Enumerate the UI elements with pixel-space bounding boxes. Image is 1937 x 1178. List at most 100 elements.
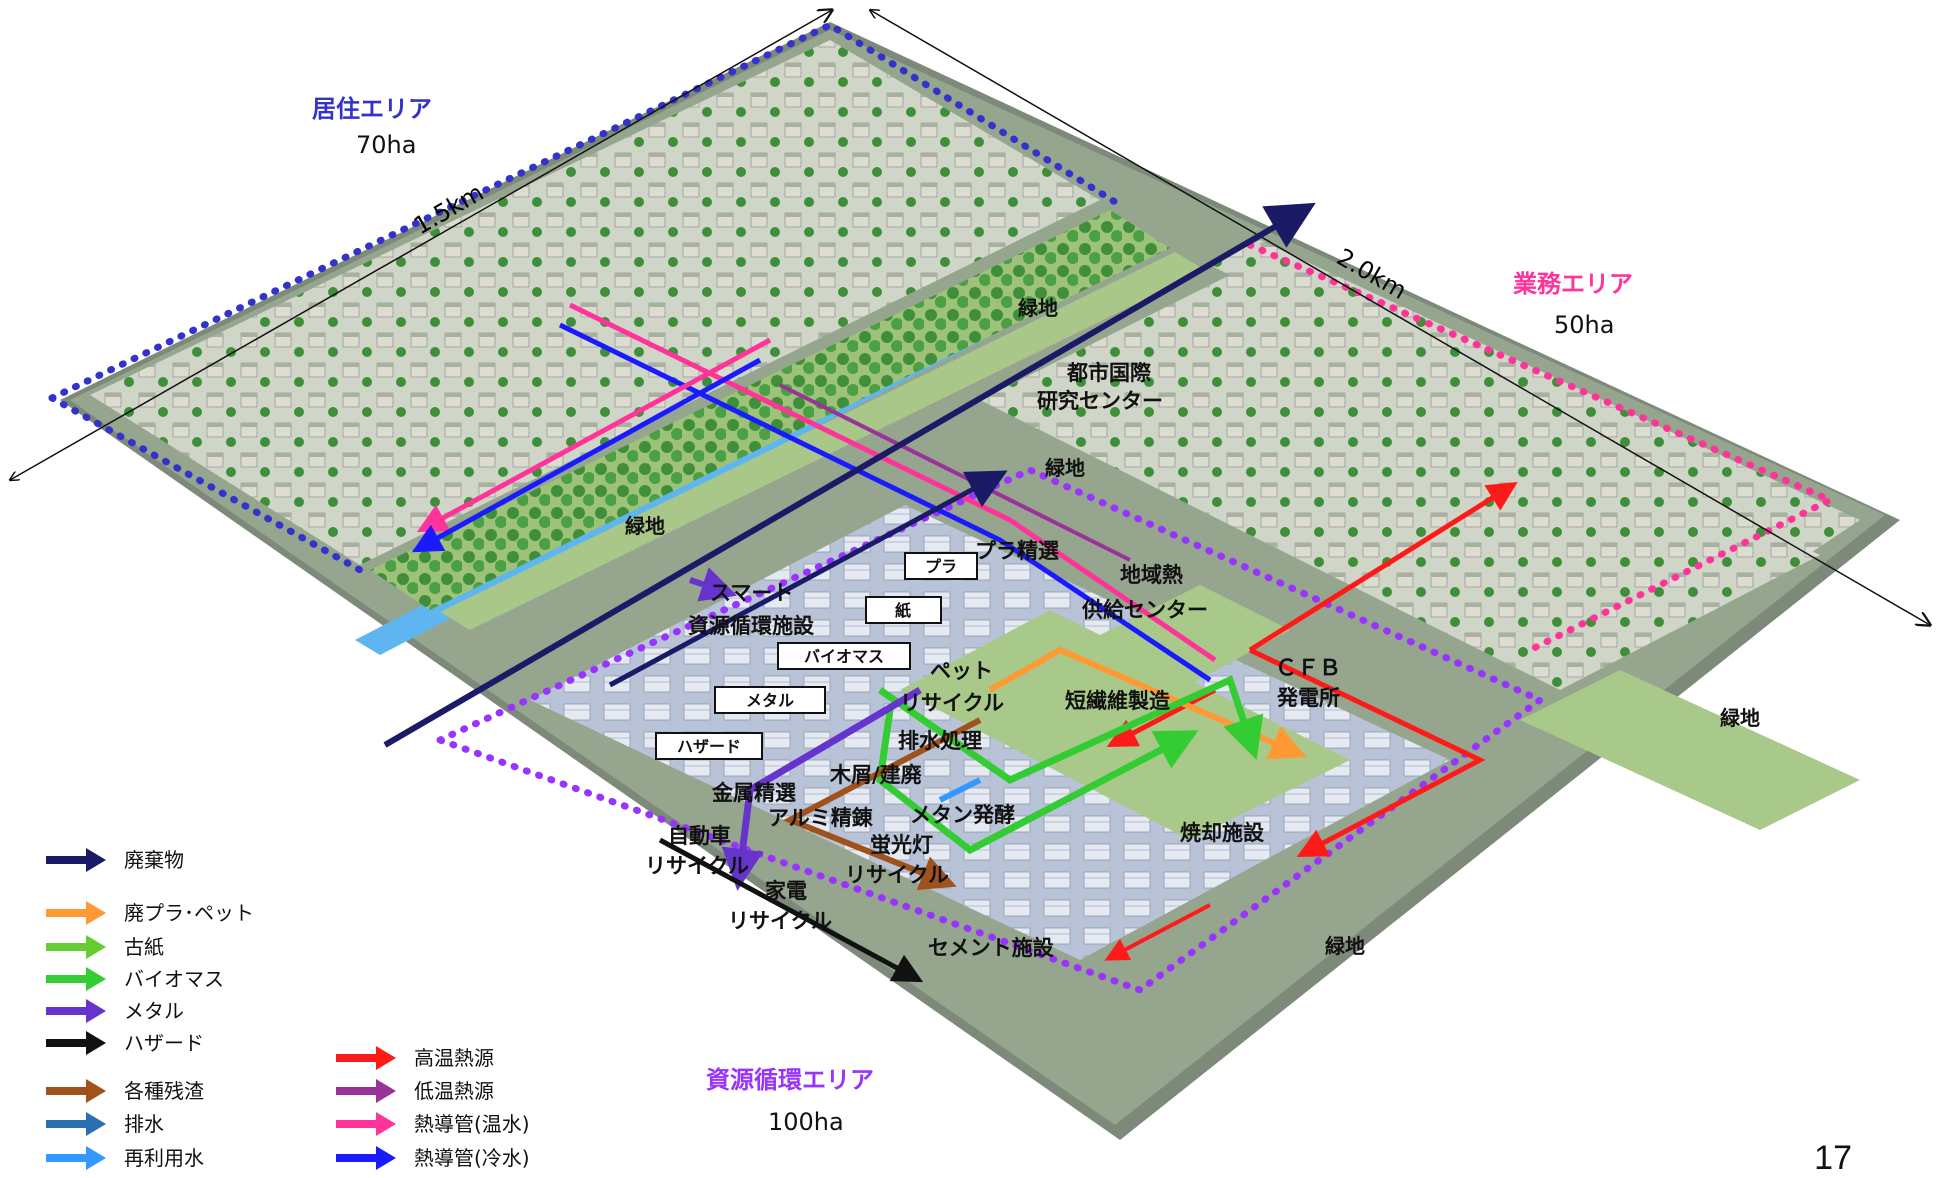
- appliance-label-1: 家電: [765, 879, 807, 903]
- wastewater-label: 排水処理: [898, 729, 982, 753]
- car-label-2: リサイクル: [645, 854, 749, 878]
- low-temp-pipe: [779, 383, 1131, 562]
- green-label-5: 緑地: [1325, 934, 1365, 958]
- box-paper-label: 紙: [895, 601, 911, 620]
- legend-left-item: 廃棄物: [46, 848, 184, 872]
- green-label-1: 緑地: [1018, 296, 1058, 320]
- legend-right-item-label: 低温熱源: [414, 1079, 494, 1103]
- legend-left-item-label: バイオマス: [124, 967, 224, 991]
- car-label-1: 自動車: [668, 824, 731, 848]
- legend-left-item-label: 排水: [124, 1112, 164, 1136]
- smart-label-1: スマート: [710, 581, 793, 605]
- width-dimension-line: [9, 10, 832, 481]
- wood-label: 木屑/建廃: [829, 763, 923, 787]
- facility-box-biomass: バイオマス: [777, 642, 911, 670]
- legend-left-item-label: ハザード: [124, 1031, 204, 1055]
- legend-right-item: 熱導管(冷水): [336, 1146, 530, 1170]
- business-block: [1210, 240, 1860, 560]
- resource-size: 100ha: [768, 1108, 844, 1136]
- resource-boundary: [436, 466, 1547, 994]
- cold-water-pipe-res: [411, 357, 762, 553]
- heat-center-label-2: 供給センター: [1081, 598, 1208, 622]
- incinerator-label: 焼却施設: [1180, 821, 1265, 845]
- metal-refine-label: 金属精選: [711, 781, 796, 805]
- plastic-flow: [988, 646, 1307, 760]
- facility-box-paper: 紙: [865, 596, 942, 624]
- page-number: 17: [1814, 1139, 1852, 1177]
- biomass-flow-2: [876, 709, 1199, 855]
- green-belt-strip: [440, 252, 1205, 630]
- high-temp-line-4: [1104, 903, 1211, 961]
- metal-flow-2: [721, 686, 922, 891]
- legend-left-item: バイオマス: [46, 967, 224, 991]
- legend-right-item: 熱導管(温水): [336, 1112, 530, 1136]
- legend-left-item-label: 古紙: [124, 935, 164, 959]
- legend-right-item-label: 高温熱源: [414, 1046, 494, 1070]
- box-hazard-label: ハザード: [677, 737, 741, 756]
- legend-left-item-label: 廃棄物: [124, 848, 184, 872]
- legend-left-item-label: 再利用水: [124, 1146, 204, 1170]
- residential-title: 居住エリア: [312, 95, 432, 123]
- waste-main-line: [383, 202, 1316, 748]
- industrial-green-2: [1090, 585, 1290, 690]
- box-plastic-label: プラ: [925, 557, 957, 576]
- legend-left-item: 再利用水: [46, 1146, 204, 1170]
- hazard-flow: [658, 837, 924, 983]
- legend-left-item: 各種残渣: [46, 1079, 204, 1103]
- hot-water-pipe: [568, 302, 1217, 663]
- research-center-label-2: 研究センター: [1037, 389, 1163, 413]
- legend-left-item: 古紙: [46, 935, 164, 959]
- cold-water-pipe: [558, 322, 1212, 683]
- legend-right-item: 低温熱源: [336, 1079, 494, 1103]
- business-size: 50ha: [1554, 311, 1614, 339]
- waste-branch: [608, 470, 1008, 688]
- legend-left-item-label: 廃プラ･ペット: [124, 901, 254, 925]
- green-label-3: 緑地: [1045, 456, 1085, 480]
- high-temp-line-1: [1248, 647, 1486, 858]
- water-flow: [938, 777, 982, 803]
- length-dimension-line: [869, 9, 1930, 625]
- high-temp-line-3: [1106, 687, 1217, 747]
- cfb-label-2: 発電所: [1276, 686, 1340, 710]
- facility-box-metal: メタル: [714, 686, 826, 714]
- business-block-main: [980, 275, 1820, 690]
- cement-label: セメント施設: [928, 936, 1055, 960]
- legend-left-item-label: 各種残渣: [124, 1079, 204, 1103]
- resource-title: 資源循環エリア: [706, 1066, 874, 1094]
- business-boundary: [1246, 241, 1839, 654]
- legend-left-item: ハザード: [46, 1031, 204, 1055]
- short-fiber-label: 短繊維製造: [1065, 689, 1171, 713]
- business-title: 業務エリア: [1513, 270, 1633, 298]
- residential-size: 70ha: [356, 131, 416, 159]
- residential-boundary: [48, 21, 1124, 402]
- appliance-label-2: リサイクル: [728, 909, 832, 933]
- residue-flow: [782, 717, 982, 891]
- green-label-2: 緑地: [625, 514, 665, 538]
- hot-water-pipe-res: [416, 337, 772, 533]
- pet-label-2: リサイクル: [900, 691, 1004, 715]
- methane-label: メタン発酵: [910, 803, 1015, 827]
- fluorescent-label-2: リサイクル: [845, 863, 949, 887]
- research-center-label-1: 都市国際: [1066, 361, 1152, 385]
- legend-left-item: メタル: [46, 999, 184, 1023]
- heat-center-label-1: 地域熱: [1120, 563, 1183, 587]
- facility-box-plastic: プラ: [904, 552, 978, 580]
- plastic-refine-label: プラ精選: [975, 539, 1059, 563]
- cfb-label-1: ＣＦＢ: [1275, 656, 1341, 681]
- smart-label-2: 資源循環施設: [688, 614, 815, 638]
- green-label-4: 緑地: [1720, 706, 1760, 730]
- legend-left-item-label: メタル: [124, 999, 184, 1023]
- fluorescent-label-1: 蛍光灯: [870, 833, 933, 857]
- legend-right-item-label: 熱導管(冷水): [414, 1146, 530, 1170]
- facility-box-hazard: ハザード: [655, 732, 763, 760]
- green-southeast: [1520, 670, 1860, 830]
- residential-block: [90, 40, 1100, 565]
- box-biomass-label: バイオマス: [804, 647, 884, 666]
- legend-left-item: 排水: [46, 1112, 164, 1136]
- aluminum-label: アルミ精錬: [768, 806, 874, 830]
- high-temp-line-2: [1248, 482, 1518, 653]
- green-belt-west: [370, 210, 1170, 610]
- box-metal-label: メタル: [746, 691, 794, 710]
